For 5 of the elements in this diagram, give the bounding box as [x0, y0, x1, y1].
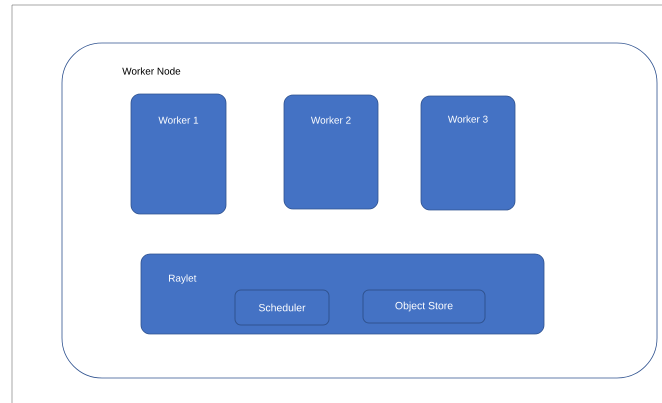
component-box: Worker 1 [130, 94, 226, 214]
module-box: Scheduler [234, 290, 330, 326]
component-box: Worker 3 [420, 96, 516, 210]
component-box: Worker 2 [284, 94, 378, 210]
module-box: Object Store [362, 290, 486, 324]
